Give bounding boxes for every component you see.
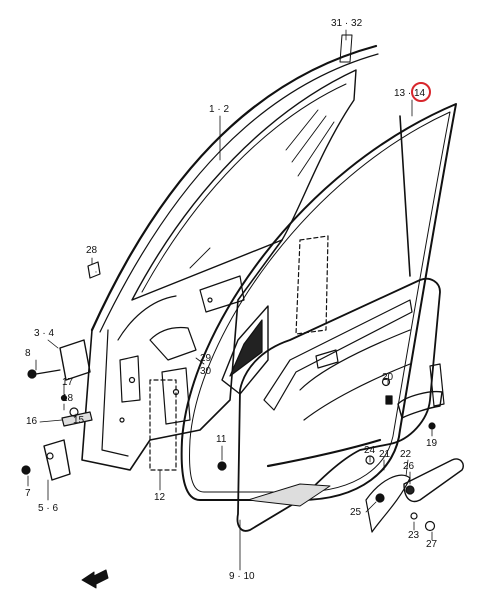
callout-24: 24: [364, 445, 376, 456]
callout-29: 29: [200, 353, 212, 364]
callout-19: 19: [426, 438, 438, 449]
callout-7: 7: [25, 488, 31, 499]
callout-22: 22: [400, 449, 412, 460]
callout-23: 23: [408, 530, 420, 541]
callout-31-32: 31 · 32: [331, 18, 363, 29]
front-arrow-icon: [81, 569, 109, 589]
leader-lines: [27, 29, 433, 571]
callout-26: 26: [403, 461, 415, 472]
inner-door-panel: [81, 239, 283, 471]
door-check-link: [60, 394, 93, 427]
callout-25: 25: [350, 507, 362, 518]
callout-5-6: 5 · 6: [38, 503, 59, 514]
callout-18: 18: [62, 393, 74, 404]
callout-15: 15: [73, 415, 85, 426]
armrest-pull: [221, 305, 269, 395]
door-trim-panel: [236, 277, 441, 532]
callout-30: 30: [200, 366, 212, 377]
callout-1-2: 1 · 2: [209, 104, 230, 115]
inside-handle: [385, 363, 445, 419]
callout-20: 20: [382, 372, 394, 383]
callout-27: 27: [426, 539, 438, 550]
lower-hinge: [21, 439, 71, 481]
callout-8: 8: [25, 348, 31, 359]
upper-hinge: [27, 339, 91, 381]
callout-12: 12: [154, 492, 166, 503]
callout-17: 17: [62, 377, 74, 388]
callout-28: 28: [86, 245, 98, 256]
callout-14-highlight-ring: [411, 82, 431, 102]
callout-13: 13 ·: [394, 88, 412, 99]
callout-11: 11: [216, 434, 227, 445]
callout-9-10: 9 · 10: [229, 571, 255, 582]
callout-16: 16: [26, 416, 38, 427]
hole-plug: [87, 261, 101, 279]
callout-21: 21: [379, 449, 391, 460]
window-regulator: [149, 235, 329, 471]
door-sash-frame: [90, 34, 379, 333]
callout-3-4: 3 · 4: [34, 328, 55, 339]
window-glass-streaks: [189, 109, 335, 269]
